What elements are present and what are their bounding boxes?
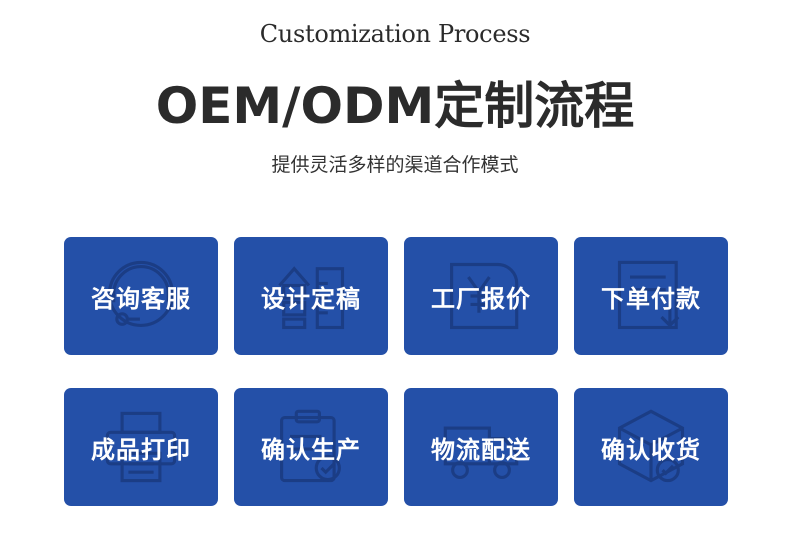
customer-service-headset-icon [107, 260, 175, 327]
step-label: 确认生产 [261, 435, 361, 464]
step-card-printing[interactable]: 成品打印 [64, 388, 218, 506]
step-label: 确认收货 [601, 435, 701, 464]
design-draft-icon [278, 266, 345, 330]
factory-quote-yen-icon [450, 262, 519, 330]
order-payment-icon [617, 260, 680, 330]
package-box-icon [617, 409, 685, 483]
clipboard-check-icon [280, 409, 341, 483]
step-label: 工厂报价 [431, 284, 531, 313]
step-card-consult[interactable]: 咨询客服 [64, 237, 218, 355]
step-card-design[interactable]: 设计定稿 [234, 237, 388, 355]
step-card-logistics[interactable]: 物流配送 [404, 388, 558, 506]
step-label: 咨询客服 [91, 284, 191, 313]
step-card-quote[interactable]: 工厂报价 [404, 237, 558, 355]
subtitle-en: Customization Process [259, 20, 531, 48]
step-label: 成品打印 [91, 435, 191, 464]
delivery-truck-icon [443, 426, 519, 480]
page-title: OEM/ODM定制流程 [155, 77, 635, 135]
tagline: 提供灵活多样的渠道合作模式 [271, 154, 519, 176]
printer-icon [105, 411, 177, 483]
step-card-payment[interactable]: 下单付款 [574, 237, 728, 355]
step-card-production[interactable]: 确认生产 [234, 388, 388, 506]
step-card-receipt[interactable]: 确认收货 [574, 388, 728, 506]
step-label: 下单付款 [601, 284, 701, 313]
step-label: 物流配送 [431, 435, 531, 464]
process-grid: 咨询客服 设计定稿 工厂报价 下单付款 [64, 237, 728, 506]
step-label: 设计定稿 [261, 284, 361, 313]
